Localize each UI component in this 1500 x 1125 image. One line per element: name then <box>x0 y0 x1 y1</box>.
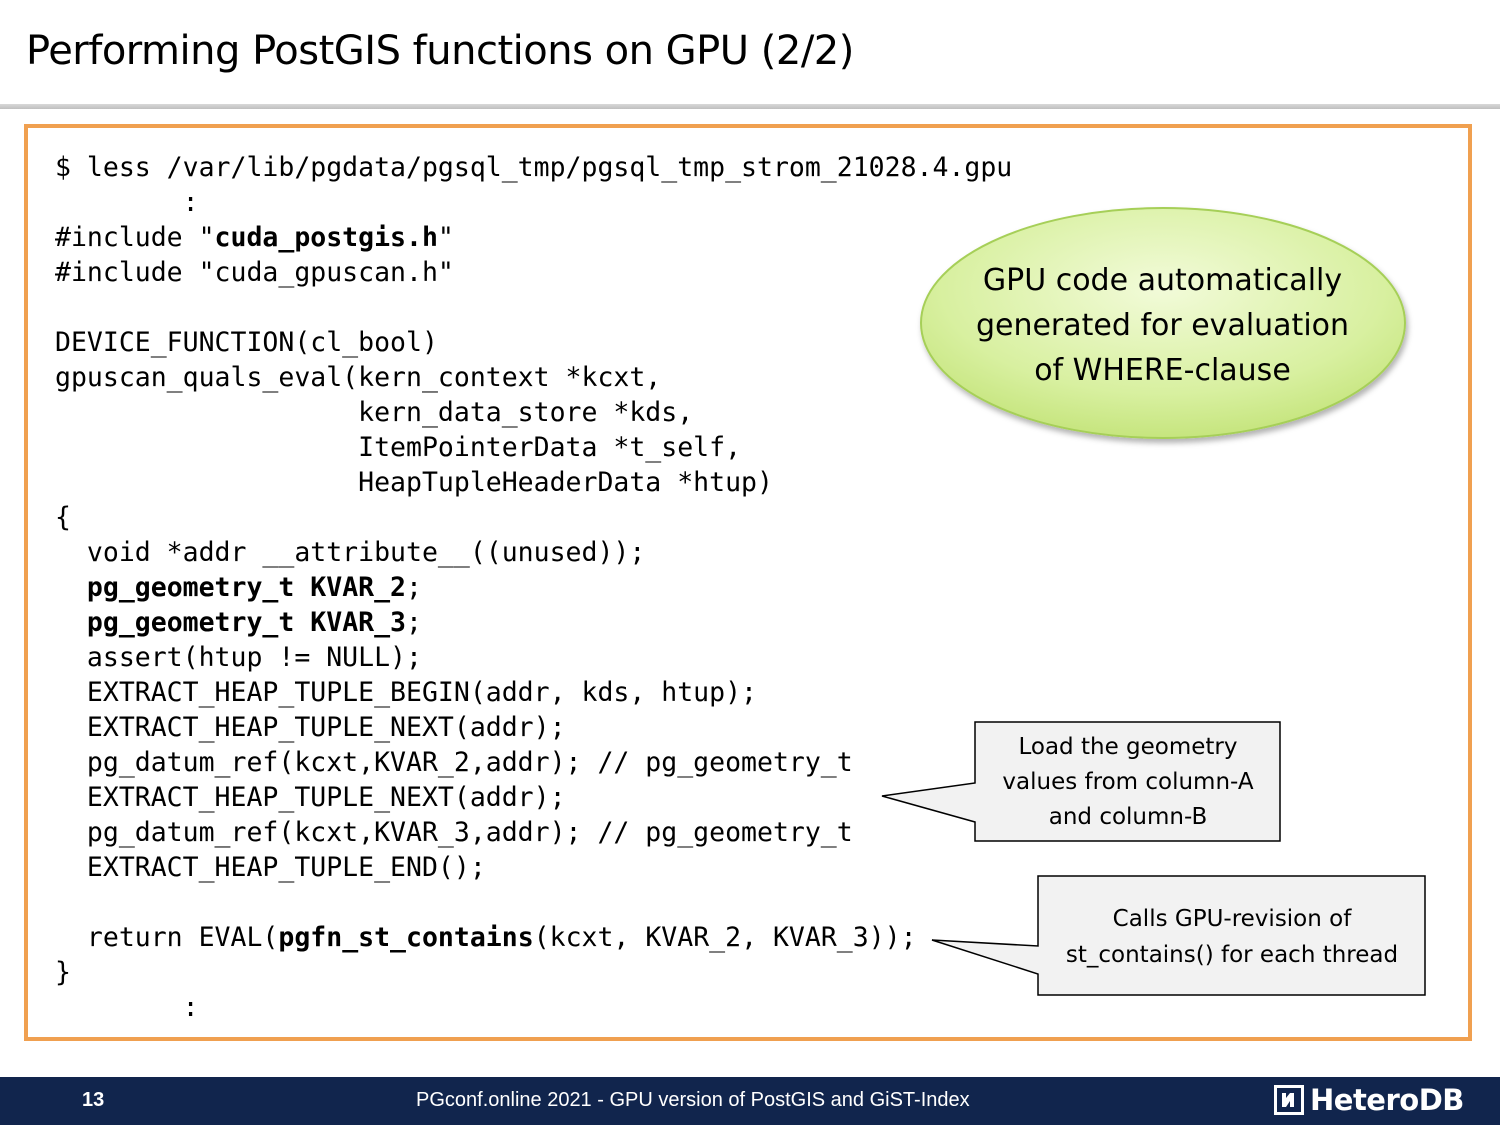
heterodb-logo: HeteroDB <box>1274 1083 1464 1117</box>
code-line: pg_datum_ref(kcxt,KVAR_2,addr); // pg_ge… <box>55 745 1012 780</box>
code-token: : <box>55 992 199 1023</box>
code-line: EXTRACT_HEAP_TUPLE_NEXT(addr); <box>55 710 1012 745</box>
code-token: EXTRACT_HEAP_TUPLE_END(); <box>55 852 486 883</box>
code-token: EXTRACT_HEAP_TUPLE_NEXT(addr); <box>55 782 566 813</box>
code-line: EXTRACT_HEAP_TUPLE_NEXT(addr); <box>55 780 1012 815</box>
footer-bar: 13 PGconf.online 2021 - GPU version of P… <box>0 1077 1500 1125</box>
code-line: #include "cuda_postgis.h" <box>55 220 1012 255</box>
calls-callout-shape <box>931 875 1426 996</box>
code-token-bold: pg_geometry_t KVAR_2 <box>86 572 407 603</box>
code-token: kern_data_store *kds, <box>55 397 694 428</box>
code-block: $ less /var/lib/pgdata/pgsql_tmp/pgsql_t… <box>55 150 1012 1025</box>
calls-callout-line: Calls GPU-revision of <box>1112 906 1352 932</box>
code-line: assert(htup != NULL); <box>55 640 1012 675</box>
calls-callout-text: Calls GPU-revision of st_contains() for … <box>1040 901 1424 973</box>
code-token: DEVICE_FUNCTION(cl_bool) <box>55 327 438 358</box>
code-token-bold: pgfn_st_contains <box>278 922 534 953</box>
load-callout-line: Load the geometry <box>1018 734 1238 760</box>
ellipse-callout-line: generated for evaluation <box>975 308 1350 343</box>
code-token: assert(htup != NULL); <box>55 642 422 673</box>
code-token: EXTRACT_HEAP_TUPLE_NEXT(addr); <box>55 712 566 743</box>
code-token-bold: pg_geometry_t KVAR_3 <box>86 607 407 638</box>
footer-caption: PGconf.online 2021 - GPU version of Post… <box>416 1089 970 1111</box>
code-token: (kcxt, KVAR_2, KVAR_3)); <box>533 922 917 953</box>
code-line: pg_geometry_t KVAR_2; <box>55 570 1012 605</box>
code-line: : <box>55 990 1012 1025</box>
page-number: 13 <box>82 1089 105 1111</box>
load-callout-shape <box>881 721 1281 842</box>
code-token: ItemPointerData *t_self, <box>55 432 742 463</box>
code-line: EXTRACT_HEAP_TUPLE_END(); <box>55 850 1012 885</box>
code-line: pg_datum_ref(kcxt,KVAR_3,addr); // pg_ge… <box>55 815 1012 850</box>
code-token: { <box>55 502 71 533</box>
code-token: $ less /var/lib/pgdata/pgsql_tmp/pgsql_t… <box>55 152 1013 183</box>
code-token: gpuscan_quals_eval(kern_context *kcxt, <box>55 362 662 393</box>
ellipse-callout-line: GPU code automatically <box>982 263 1343 298</box>
code-line: { <box>55 500 1012 535</box>
ellipse-callout-shape <box>920 207 1406 439</box>
slide-title: Performing PostGIS functions on GPU (2/2… <box>26 28 854 74</box>
heterodb-logo-icon <box>1274 1085 1304 1115</box>
code-line: DEVICE_FUNCTION(cl_bool) <box>55 325 1012 360</box>
code-token: ; <box>406 572 422 603</box>
ellipse-callout-text: GPU code automatically generated for eva… <box>940 258 1385 393</box>
code-line: pg_geometry_t KVAR_3; <box>55 605 1012 640</box>
code-line: } <box>55 955 1012 990</box>
code-token-bold: cuda_postgis.h <box>214 222 438 253</box>
code-token: HeapTupleHeaderData *htup) <box>55 467 773 498</box>
code-line: EXTRACT_HEAP_TUPLE_BEGIN(addr, kds, htup… <box>55 675 1012 710</box>
code-token: } <box>55 957 71 988</box>
code-token: " <box>437 222 454 253</box>
code-token: return EVAL( <box>55 922 279 953</box>
code-line: ItemPointerData *t_self, <box>55 430 1012 465</box>
load-callout-text: Load the geometry values from column-A a… <box>978 730 1278 835</box>
code-line: void *addr __attribute__((unused)); <box>55 535 1012 570</box>
code-token: ; <box>406 607 422 638</box>
code-line: return EVAL(pgfn_st_contains(kcxt, KVAR_… <box>55 920 1012 955</box>
code-line: #include "cuda_gpuscan.h" <box>55 255 1012 290</box>
title-divider <box>0 104 1500 109</box>
code-token: #include " <box>55 222 215 253</box>
ellipse-callout-line: of WHERE-clause <box>1034 353 1291 388</box>
calls-callout-line: st_contains() for each thread <box>1065 942 1399 968</box>
code-line: gpuscan_quals_eval(kern_context *kcxt, <box>55 360 1012 395</box>
code-token: EXTRACT_HEAP_TUPLE_BEGIN(addr, kds, htup… <box>55 677 757 708</box>
code-token: pg_datum_ref(kcxt,KVAR_3,addr); // pg_ge… <box>55 817 853 848</box>
code-token: #include "cuda_gpuscan.h" <box>55 257 454 288</box>
code-line: : <box>55 185 1012 220</box>
code-line: HeapTupleHeaderData *htup) <box>55 465 1012 500</box>
code-token: : <box>55 187 199 218</box>
code-line: kern_data_store *kds, <box>55 395 1012 430</box>
code-token: pg_datum_ref(kcxt,KVAR_2,addr); // pg_ge… <box>55 747 853 778</box>
load-callout-line: values from column-A <box>1002 769 1254 795</box>
code-line: $ less /var/lib/pgdata/pgsql_tmp/pgsql_t… <box>55 150 1012 185</box>
code-token: void *addr __attribute__((unused)); <box>55 537 646 568</box>
load-callout-line: and column-B <box>1048 804 1208 830</box>
heterodb-logo-text: HeteroDB <box>1310 1083 1464 1117</box>
